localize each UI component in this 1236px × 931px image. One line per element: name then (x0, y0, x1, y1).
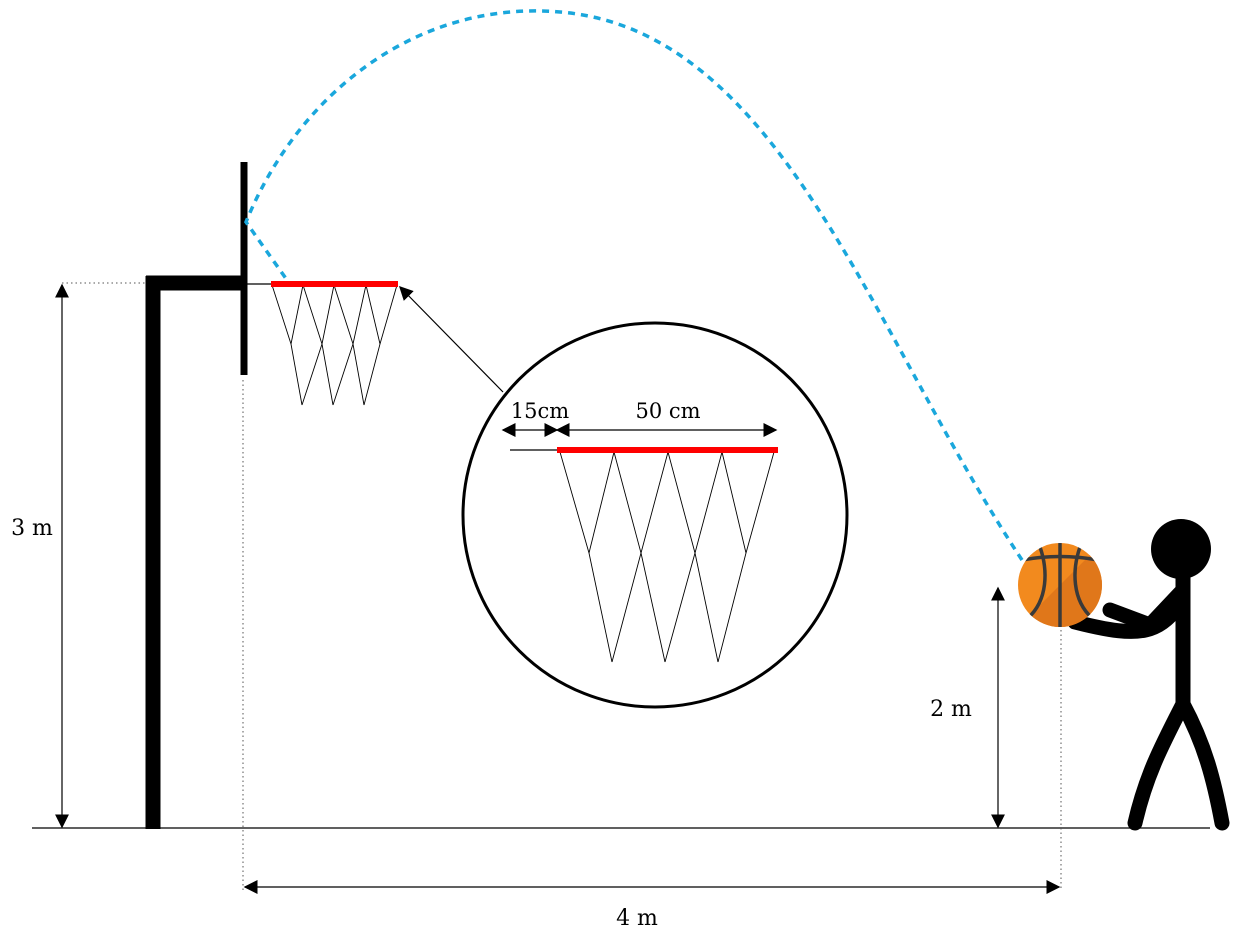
zoom-detail: 15cm 50 cm (461, 321, 849, 709)
zoom-pointer-arrow (399, 286, 504, 393)
guide-lines (62, 282, 1062, 890)
hoop-height-label: 3 m (11, 516, 53, 541)
basket-stand (145, 162, 272, 829)
player-left-leg (1127, 696, 1191, 831)
player-right-leg (1175, 696, 1230, 831)
rim-offset-label: 15cm (511, 399, 569, 423)
horizontal-distance-label: 4 m (616, 906, 658, 931)
player-head (1151, 519, 1211, 579)
ball-trajectory (244, 9, 1024, 561)
basketball (1018, 543, 1102, 627)
hoop-net (271, 284, 398, 406)
player-lower-arm (1067, 592, 1191, 639)
release-height-label: 2 m (930, 697, 972, 722)
zoom-net (559, 451, 775, 663)
player-figure (1067, 519, 1230, 831)
rim-diameter-label: 50 cm (635, 399, 700, 423)
zoom-circle (461, 321, 849, 709)
ball-seams (1021, 543, 1099, 627)
